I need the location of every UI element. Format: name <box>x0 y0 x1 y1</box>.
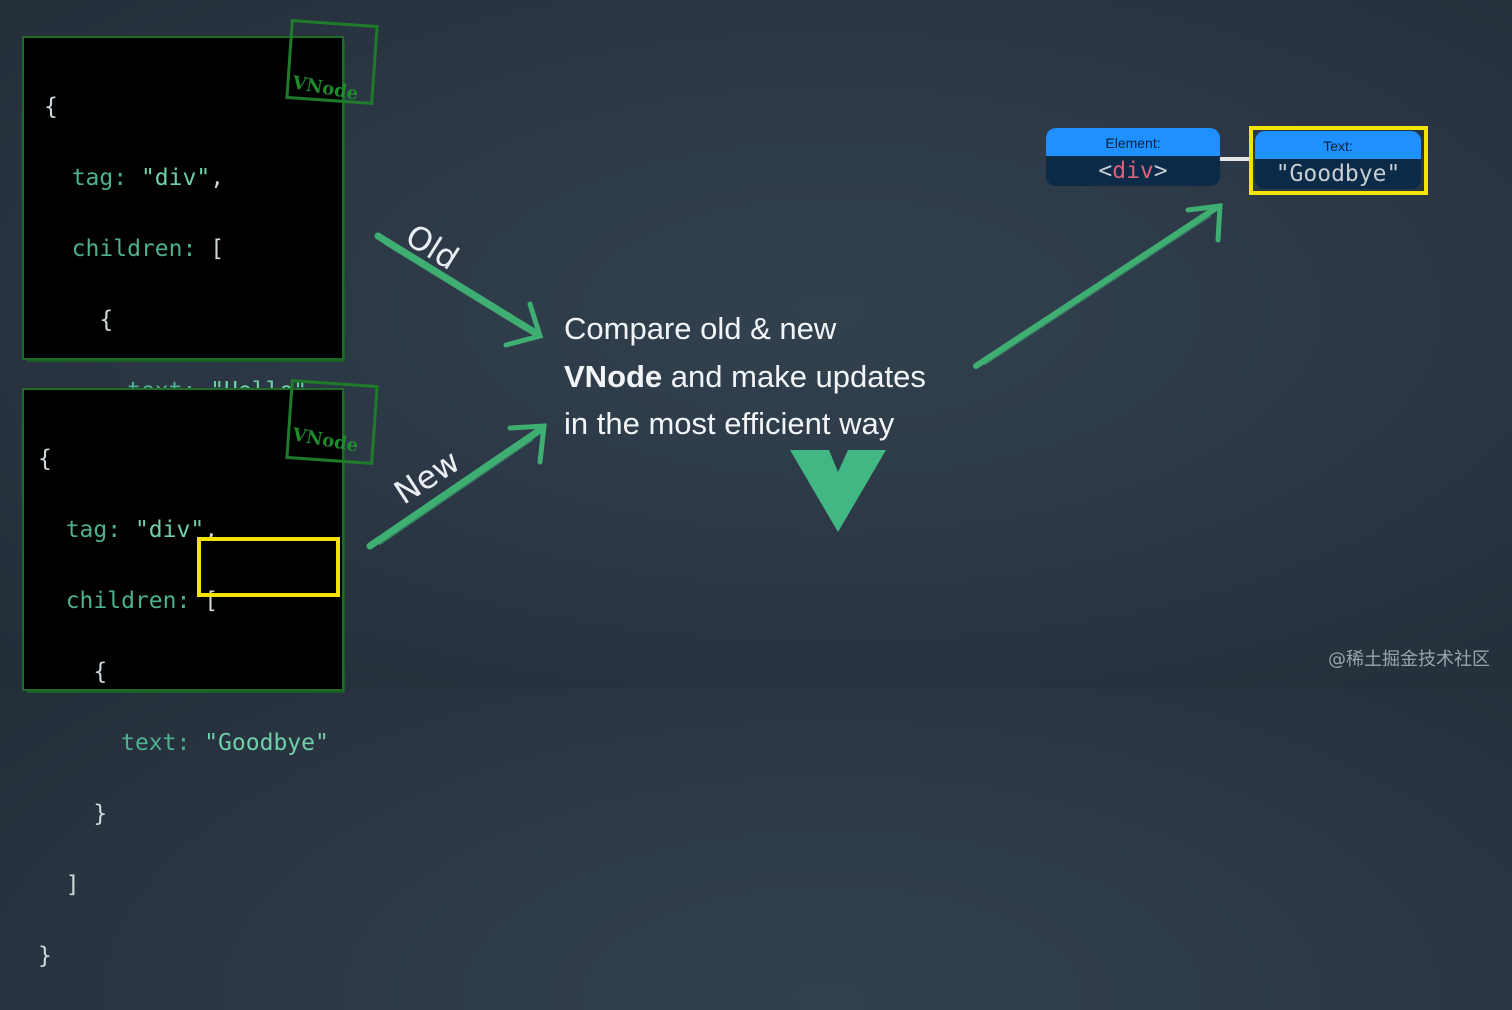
arrows-layer <box>366 203 1223 550</box>
changed-value-highlight <box>197 537 340 597</box>
new-arrow-shaft-texture <box>379 439 533 545</box>
code-line: ] <box>38 871 80 898</box>
code-line: { <box>38 445 52 472</box>
element-node-body: <div> <box>1046 156 1220 186</box>
old-vnode-code-block: { tag: "div", children: [ { text: "Hello… <box>24 38 342 617</box>
watermark: @稀土掘金技术社区 <box>1328 649 1490 670</box>
code-key: tag: <box>65 516 122 543</box>
element-node-header: Element: <box>1046 128 1220 156</box>
dom-element-node: Element: <div> <box>1046 128 1220 186</box>
caption-line-1: Compare old & new <box>564 311 837 346</box>
old-arrow-shaft-texture <box>384 243 526 331</box>
code-line: children: [ <box>71 235 225 262</box>
code-string: "Goodbye" <box>204 729 329 756</box>
update-arrow-shaft <box>973 205 1219 369</box>
updated-text-node-highlight <box>1249 126 1428 195</box>
code-key: children: <box>65 587 191 614</box>
code-key: tag: <box>71 164 128 191</box>
caption-line-2-rest: and make updates <box>662 358 926 394</box>
update-arrow-shaft-texture <box>984 215 1211 365</box>
vue-logo-icon <box>790 450 886 532</box>
code-line: { <box>44 306 114 333</box>
code-line: tag: "div", <box>65 516 219 543</box>
caption-vnode-bold: VNode <box>564 358 663 394</box>
text-node-body: "Goodbye" <box>1275 161 1401 187</box>
code-key: text: <box>121 729 191 756</box>
code-line: { <box>44 93 58 120</box>
dom-text-node: Text: "Goodbye" <box>1255 131 1421 189</box>
caption-text: Compare old & new VNode and make updates… <box>564 305 926 448</box>
caption-line-2: VNode and make updates <box>564 353 926 401</box>
code-line: } <box>38 942 52 969</box>
old-arrow-head <box>503 301 544 348</box>
code-line: { <box>38 658 108 685</box>
code-key: children: <box>71 235 197 262</box>
code-line: tag: "div", <box>71 164 225 191</box>
new-arrow-head <box>507 423 547 465</box>
tag-bracket-close: > <box>1153 158 1168 184</box>
tag-bracket-open: < <box>1098 158 1113 184</box>
code-string: "div" <box>140 164 211 191</box>
code-string: "div" <box>134 516 205 543</box>
new-arrow-shaft <box>366 426 544 550</box>
element-tag-name: div <box>1112 158 1154 184</box>
node-connector <box>1220 157 1251 161</box>
old-arrow-shaft <box>374 232 538 336</box>
code-line: } <box>38 800 108 827</box>
text-node-header: Text: <box>1255 131 1421 159</box>
update-arrow-head <box>1185 203 1223 243</box>
code-line: text: "Goodbye" <box>38 726 342 762</box>
caption-line-3: in the most efficient way <box>564 406 895 441</box>
